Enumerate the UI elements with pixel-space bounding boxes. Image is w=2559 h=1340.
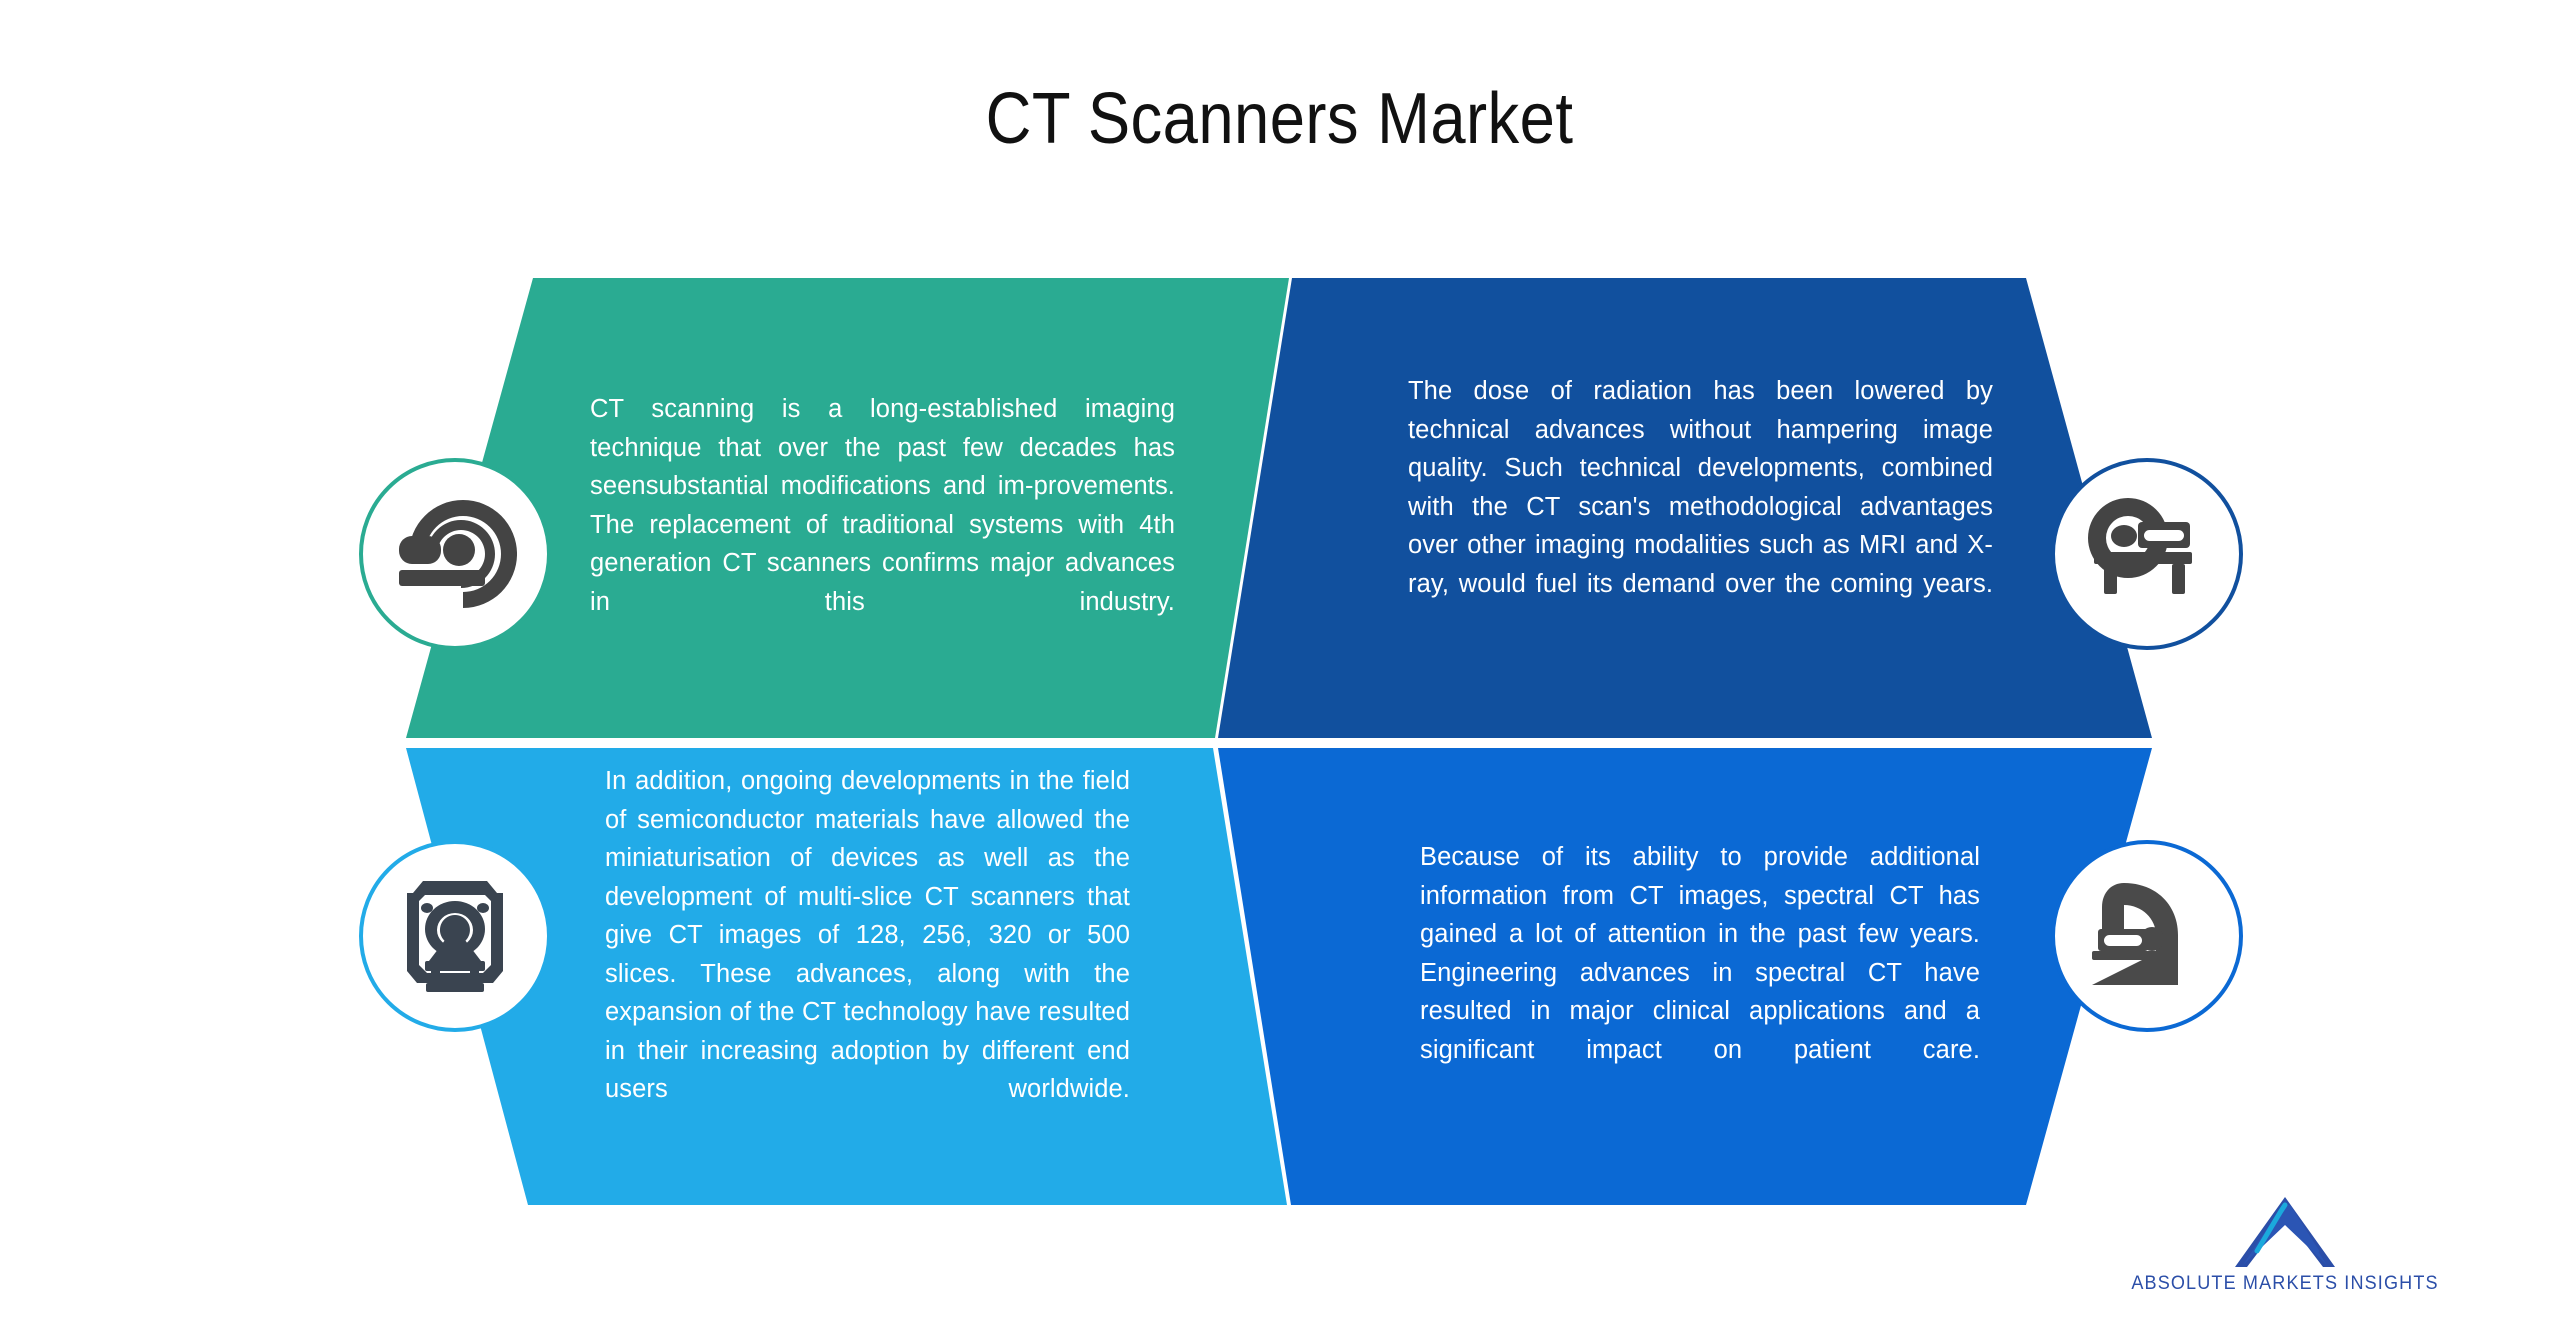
logo-text: ABSOLUTE MARKETS INSIGHTS <box>2131 1273 2439 1294</box>
panel-text-top-left: CT scanning is a long-established imagin… <box>590 395 1175 616</box>
panel-text-top-right: The dose of radiation has been lowered b… <box>1408 377 1993 598</box>
ct-scanner-gantry-icon <box>393 492 517 616</box>
panel-text-bottom-left: In addition, ongoing developments in the… <box>605 767 1130 1103</box>
ct-scanner-arch-icon <box>2084 877 2210 995</box>
logo: ABSOLUTE MARKETS INSIGHTS <box>2105 1195 2465 1305</box>
panel-shape-top-right <box>1218 278 2152 738</box>
panel-shape-top-left <box>406 278 1289 738</box>
icon-badge-top-right <box>2051 458 2243 650</box>
logo-chevron-mark <box>2231 1195 2339 1276</box>
icon-badge-bottom-right <box>2051 840 2243 1032</box>
ct-scanner-front-icon <box>393 875 517 997</box>
ct-scanner-table-icon <box>2084 494 2210 614</box>
panel-shape-bottom-left <box>406 748 1287 1205</box>
icon-badge-top-left <box>359 458 551 650</box>
page-title: CT Scanners Market <box>985 79 1574 159</box>
panel-text-bottom-right: Because of its ability to provide additi… <box>1420 843 1980 1064</box>
icon-badge-bottom-left <box>359 840 551 1032</box>
panel-shape-bottom-right <box>1218 748 2152 1205</box>
